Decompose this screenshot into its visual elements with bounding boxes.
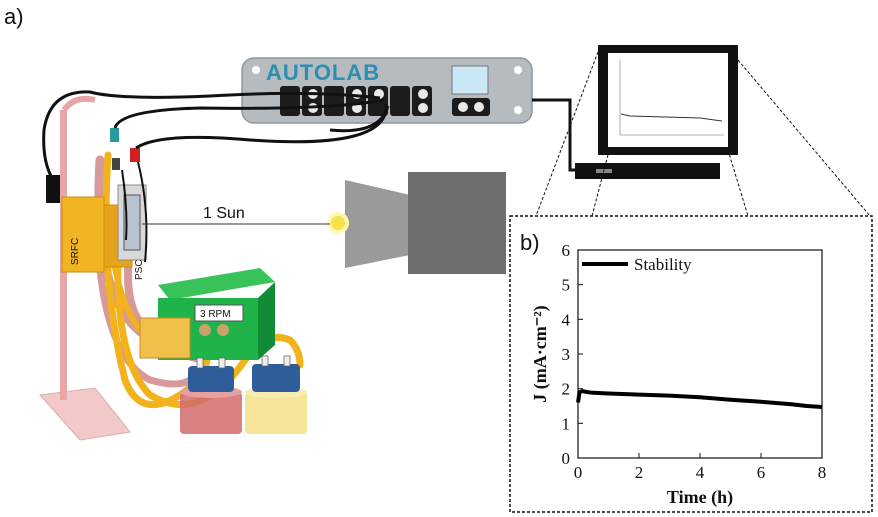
zoom-lines: [535, 51, 871, 217]
zoom-line-left: [535, 51, 599, 217]
computer: [575, 45, 738, 179]
pump-roller: [217, 324, 229, 336]
reservoir-red: [180, 392, 242, 434]
screw-bottom-right: [514, 106, 522, 114]
chart-ticks: 0 2 4 6 8 0 1 2 3 4 5 6: [562, 241, 827, 482]
autolab-knob-left: [458, 102, 468, 112]
lamp-housing: [408, 172, 506, 274]
pump-display: [194, 304, 244, 322]
cap-blue-right: [252, 364, 300, 392]
x-tick-label: 0: [574, 463, 583, 482]
cap-nozzle: [283, 355, 291, 367]
lamp-cone: [345, 180, 410, 268]
screw-top-left: [252, 66, 260, 74]
illumination-label: 1 Sun: [203, 205, 245, 222]
reservoirs: [180, 355, 307, 434]
panel-b-label: b): [520, 230, 540, 255]
zoom-line-right: [737, 59, 871, 217]
srfc-label: SRFC: [70, 238, 81, 265]
port-block: [324, 86, 344, 116]
y-tick-label: 4: [562, 310, 571, 329]
cap-blue-left: [188, 366, 234, 392]
x-tick-label: 2: [635, 463, 644, 482]
red-connector: [130, 148, 140, 162]
cap-nozzle: [196, 357, 204, 369]
screw-top-right: [514, 66, 522, 74]
x-axis-title: Time (h): [667, 487, 733, 508]
chart-series: [576, 389, 823, 409]
solar-simulator: 1 Sun: [142, 172, 506, 274]
pump-top: [158, 268, 275, 300]
zoom-line-left-2: [591, 154, 609, 217]
y-axis-title: J (mA·cm⁻²): [530, 305, 551, 402]
connector-small: [112, 158, 120, 170]
pump-roller: [199, 324, 211, 336]
monitor-screen: [608, 53, 728, 147]
stand-clamp: [61, 95, 96, 112]
x-tick-label: 6: [757, 463, 766, 482]
black-clip: [46, 175, 60, 203]
autolab-display: [451, 65, 489, 95]
cap-nozzle: [261, 355, 269, 367]
panel-a-label: a): [4, 4, 24, 29]
pump-side: [258, 282, 275, 360]
zoom-line-right-2: [727, 149, 749, 217]
y-tick-label: 0: [562, 449, 571, 468]
series-line-stability: [576, 389, 823, 409]
cable-1: [42, 90, 381, 179]
autolab-ports: [280, 86, 432, 116]
x-tick-label: 4: [696, 463, 705, 482]
psc-label: PSC: [134, 259, 145, 280]
computer-base: [575, 163, 720, 179]
cable-3: [135, 103, 388, 150]
legend-label: Stability: [634, 255, 692, 274]
autolab-knob-right: [474, 102, 484, 112]
teal-connector: [110, 128, 119, 142]
y-tick-label: 6: [562, 241, 571, 260]
cable-2: [113, 98, 385, 129]
port-block: [280, 86, 300, 116]
pump-speed-label: 3 RPM: [200, 309, 231, 320]
chart-legend: Stability: [582, 255, 692, 274]
cable-4: [329, 105, 390, 133]
pink-tube-3: [96, 266, 199, 388]
port-block: [390, 86, 410, 116]
autolab-potentiostat: AUTOLAB: [241, 57, 533, 124]
stand-base: [38, 387, 131, 441]
inset-frame: [509, 215, 873, 513]
port-socket: [418, 89, 428, 99]
y-tick-label: 3: [562, 345, 571, 364]
peristaltic-pump: 3 RPM: [139, 268, 275, 360]
cable-psc: [137, 161, 148, 263]
cable-pc: [532, 98, 578, 172]
autolab-label: AUTOLAB: [266, 60, 380, 85]
port-socket: [418, 103, 428, 113]
autolab-button-pad: [452, 98, 490, 116]
cap-nozzle: [218, 357, 226, 369]
x-tick-label: 8: [818, 463, 827, 482]
screen-trace: [620, 113, 723, 122]
y-tick-label: 1: [562, 414, 571, 433]
flow-cell-assembly: SRFC PSC: [46, 128, 147, 280]
y-tick-label: 5: [562, 276, 571, 295]
srfc-block: [61, 196, 105, 273]
pump-head: [139, 317, 191, 359]
reservoir-yellow: [245, 392, 307, 434]
stability-chart: 0 2 4 6 8 0 1 2 3 4 5 6 Stability Time (h) J (mA·cm…: [530, 241, 826, 508]
psc-cell: [123, 194, 141, 251]
y-tick-label: 2: [562, 380, 571, 399]
cable-psc-2: [121, 169, 128, 241]
cables: [42, 90, 578, 263]
sun-core: [331, 216, 345, 230]
